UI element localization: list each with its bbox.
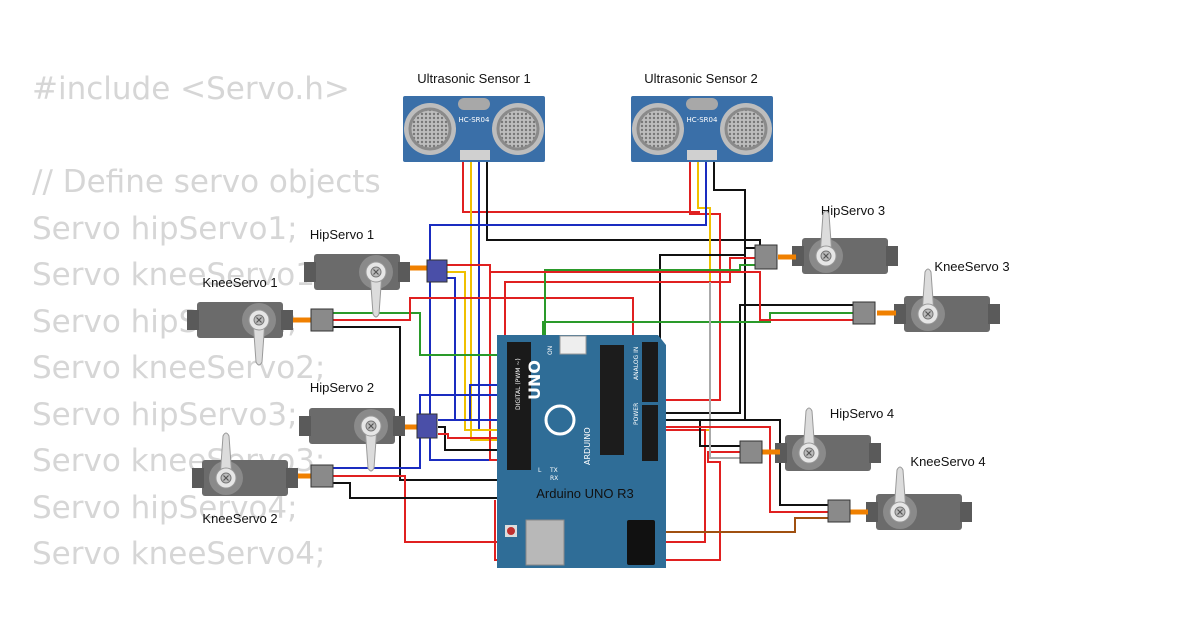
board-label: Arduino UNO R3 <box>536 486 634 501</box>
hipservo-2-label: HipServo 2 <box>310 380 374 395</box>
board-uno-text: UNO <box>525 360 544 400</box>
kneeservo-4-label: KneeServo 4 <box>910 454 985 469</box>
analog-header-label: ANALOG IN <box>633 347 640 380</box>
kneeservo-1-label: KneeServo 1 <box>202 275 277 290</box>
kneeservo-3: KneeServo 3 <box>852 259 1010 333</box>
on-led-label: ON <box>547 346 554 355</box>
tx-led-label: TX <box>549 467 558 474</box>
sensor-1-pins <box>460 150 490 160</box>
hipservo-2: HipServo 2 <box>298 380 438 472</box>
wires <box>333 160 875 561</box>
power-jack <box>627 520 655 565</box>
sensor-2-model: HC-SR04 <box>687 116 718 124</box>
hipservo-3-label: HipServo 3 <box>821 203 885 218</box>
kneeservo-1-connector <box>310 308 334 332</box>
code-line: Servo hipServo3; <box>32 396 298 433</box>
code-line: Servo kneeServo1; <box>32 257 326 293</box>
l-led-label: L <box>538 467 542 474</box>
kneeservo-2-connector <box>310 464 334 488</box>
arduino-uno-board: UNO ARDUINO DIGITAL (PWM ~) POWER ANALOG… <box>497 335 666 568</box>
code-line: #include <Servo.h> <box>32 71 350 107</box>
sensor-1-crystal <box>458 98 490 110</box>
code-background: #include <Servo.h> // Define servo object… <box>32 66 381 578</box>
kneeservo-2-label: KneeServo 2 <box>202 511 277 526</box>
kneeservo-1: KneeServo 1 <box>186 275 334 366</box>
sensor-2-label: Ultrasonic Sensor 2 <box>644 71 757 86</box>
hipservo-4-connector <box>739 440 763 464</box>
analog-header <box>642 342 658 402</box>
ultrasonic-sensor-1: Ultrasonic Sensor 1 HC-SR04 <box>403 71 545 162</box>
sensor-1-model: HC-SR04 <box>459 116 490 124</box>
atmega-chip <box>600 345 624 455</box>
code-line: Servo hipServo1; <box>32 210 298 247</box>
sensor-1-label: Ultrasonic Sensor 1 <box>417 71 530 86</box>
kneeservo-3-label: KneeServo 3 <box>934 259 1009 274</box>
kneeservo-3-connector <box>852 301 876 325</box>
icsp-header <box>559 335 587 355</box>
kneeservo-4-connector <box>827 499 851 523</box>
code-line: // Define servo objects <box>32 164 381 200</box>
hipservo-2-connector <box>416 413 438 439</box>
arduino-logo <box>544 404 576 436</box>
power-header-label: POWER <box>633 403 640 425</box>
hipservo-1: HipServo 1 <box>303 227 448 318</box>
hipservo-4-label: HipServo 4 <box>830 406 894 421</box>
board-brand-text: ARDUINO <box>583 427 592 465</box>
code-line: Servo kneeServo2; <box>32 350 326 386</box>
hipservo-4: HipServo 4 <box>739 406 894 472</box>
hipservo-3-connector <box>754 244 778 270</box>
code-line: Servo kneeServo4; <box>32 536 326 572</box>
hipservo-3: HipServo 3 <box>754 203 899 275</box>
digital-header <box>507 342 531 470</box>
kneeservo-2: KneeServo 2 <box>191 432 334 526</box>
rx-led-label: RX <box>550 475 558 482</box>
usb-port <box>525 519 565 566</box>
sensor-2-crystal <box>686 98 718 110</box>
power-header <box>642 405 658 461</box>
hipservo-1-label: HipServo 1 <box>310 227 374 242</box>
kneeservo-4: KneeServo 4 <box>827 454 986 531</box>
hipservo-1-connector <box>426 259 448 283</box>
ultrasonic-sensor-2: Ultrasonic Sensor 2 HC-SR04 <box>631 71 773 162</box>
digital-header-label: DIGITAL (PWM ~) <box>515 358 522 410</box>
sensor-2-pins <box>687 150 717 160</box>
